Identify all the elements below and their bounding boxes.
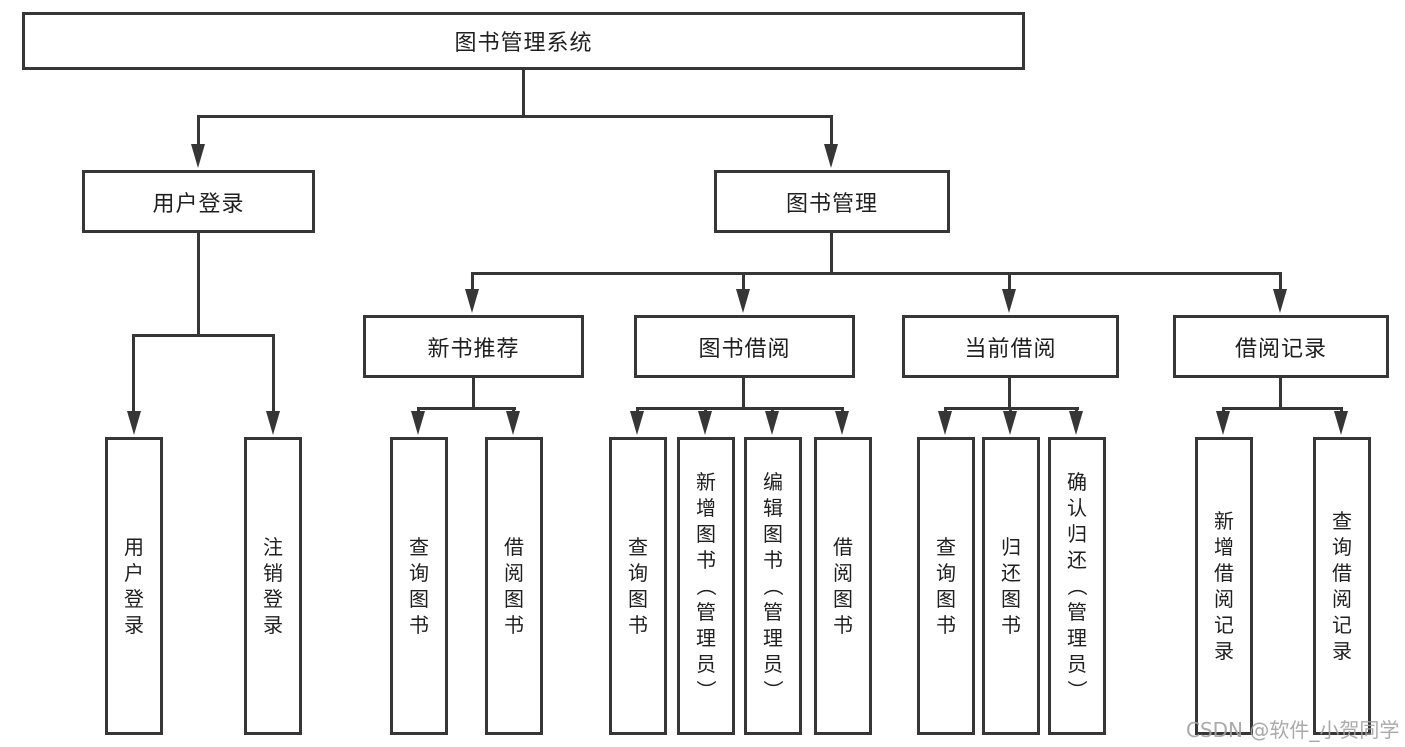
connector-line bbox=[1222, 407, 1343, 410]
connector-line bbox=[197, 115, 200, 147]
node-br-search-record: 查询借阅记录 bbox=[1313, 437, 1371, 735]
connector-line bbox=[1008, 378, 1011, 410]
node-nbr-search-books: 查询图书 bbox=[390, 437, 448, 735]
node-label: 查询图书 bbox=[409, 535, 429, 637]
arrow-down-icon bbox=[835, 411, 849, 435]
arrow-down-icon bbox=[1003, 411, 1017, 435]
node-label: 新增图书（管理员） bbox=[694, 470, 718, 700]
node-borrowing-records: 借阅记录 bbox=[1173, 315, 1389, 378]
node-book-borrowing: 图书借阅 bbox=[634, 315, 855, 378]
node-br-add-record: 新增借阅记录 bbox=[1195, 437, 1253, 735]
node-book-management: 图书管理 bbox=[714, 170, 950, 233]
connector-line bbox=[1279, 378, 1282, 410]
node-user-login: 用户登录 bbox=[82, 170, 315, 233]
connector-line bbox=[830, 233, 833, 275]
node-user-login-leaf: 用户登录 bbox=[105, 437, 163, 735]
arrow-down-icon bbox=[824, 144, 838, 168]
node-label: 确认归还（管理员） bbox=[1065, 470, 1089, 700]
node-label: 图书借阅 bbox=[698, 336, 791, 362]
connector-line bbox=[1279, 272, 1282, 292]
node-label: 图书管理 bbox=[785, 191, 878, 217]
connector-line bbox=[272, 334, 275, 412]
node-bb-search-books: 查询图书 bbox=[609, 437, 667, 735]
node-cb-search-books: 查询图书 bbox=[917, 437, 975, 735]
node-label: 借阅图书 bbox=[833, 535, 853, 637]
arrow-down-icon bbox=[1334, 411, 1348, 435]
node-bb-borrow-books: 借阅图书 bbox=[814, 437, 872, 735]
arrow-down-icon bbox=[506, 411, 520, 435]
node-label: 查询借阅记录 bbox=[1332, 509, 1352, 663]
node-bb-edit-books-admin: 编辑图书（管理员） bbox=[744, 437, 802, 735]
arrow-down-icon bbox=[411, 411, 425, 435]
node-label: 查询图书 bbox=[628, 535, 648, 637]
node-label: 新增借阅记录 bbox=[1214, 509, 1234, 663]
arrow-down-icon bbox=[938, 411, 952, 435]
connector-line bbox=[132, 334, 275, 337]
arrow-down-icon bbox=[736, 289, 750, 313]
node-label: 图书管理系统 bbox=[454, 31, 593, 56]
connector-line bbox=[1008, 272, 1011, 292]
connector-line bbox=[636, 407, 844, 410]
arrow-down-icon bbox=[1216, 411, 1230, 435]
connector-line bbox=[472, 378, 475, 410]
node-label: 当前借阅 bbox=[964, 336, 1057, 362]
connector-line bbox=[471, 272, 474, 292]
arrow-down-icon bbox=[630, 411, 644, 435]
node-cb-return-books: 归还图书 bbox=[982, 437, 1040, 735]
arrow-down-icon bbox=[127, 411, 141, 435]
connector-line bbox=[197, 233, 200, 337]
connector-line bbox=[742, 378, 745, 410]
arrow-down-icon bbox=[698, 411, 712, 435]
arrow-down-icon bbox=[465, 289, 479, 313]
node-nbr-borrow-books: 借阅图书 bbox=[485, 437, 543, 735]
node-label: 借阅记录 bbox=[1234, 336, 1327, 362]
node-label: 归还图书 bbox=[1001, 535, 1021, 637]
node-new-book-recommendation: 新书推荐 bbox=[363, 315, 584, 378]
arrow-down-icon bbox=[1069, 411, 1083, 435]
connector-line bbox=[830, 115, 833, 147]
node-library-management-system: 图书管理系统 bbox=[22, 12, 1025, 70]
connector-line bbox=[742, 272, 745, 292]
node-label: 查询图书 bbox=[936, 535, 956, 637]
node-logout-leaf: 注销登录 bbox=[244, 437, 302, 735]
arrow-down-icon bbox=[1273, 289, 1287, 313]
arrow-down-icon bbox=[266, 411, 280, 435]
connector-line bbox=[471, 272, 1282, 275]
connector-line bbox=[197, 115, 832, 118]
node-label: 注销登录 bbox=[263, 535, 283, 637]
arrow-down-icon bbox=[1002, 289, 1016, 313]
csdn-watermark: CSDN @软件_小贺同学 bbox=[1186, 718, 1400, 742]
connector-line bbox=[522, 70, 525, 118]
connector-line bbox=[417, 407, 516, 410]
node-cb-confirm-return-admin: 确认归还（管理员） bbox=[1048, 437, 1106, 735]
node-label: 用户登录 bbox=[152, 191, 245, 217]
node-current-borrowing: 当前借阅 bbox=[902, 315, 1119, 378]
node-label: 用户登录 bbox=[124, 535, 144, 637]
node-bb-add-books-admin: 新增图书（管理员） bbox=[677, 437, 735, 735]
arrow-down-icon bbox=[765, 411, 779, 435]
arrow-down-icon bbox=[191, 144, 205, 168]
node-label: 新书推荐 bbox=[427, 336, 520, 362]
node-label: 编辑图书（管理员） bbox=[761, 470, 785, 700]
connector-line bbox=[132, 334, 135, 412]
node-label: 借阅图书 bbox=[504, 535, 524, 637]
